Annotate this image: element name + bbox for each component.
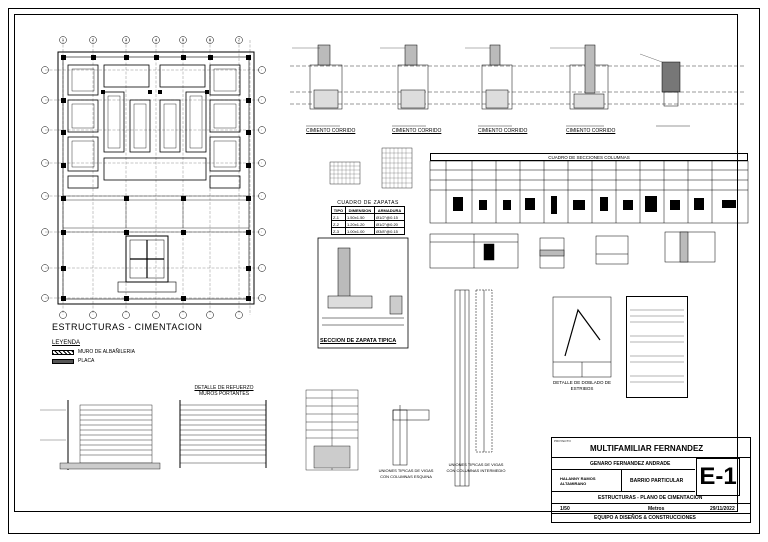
table-cell: Z-2 [331,220,346,228]
legend-item: PLACA [52,358,135,364]
project-name: MULTIFAMILIAR FERNANDEZ [590,444,704,453]
zapata-meshes [329,147,413,189]
legend: LEYENDA MURO DE ALBAÑILERIA PLACA [52,340,135,364]
drawing-frame [14,14,738,512]
table-cell: Ø1/2"@0.20 [373,220,406,228]
doblado-caption: DETALLE DE DOBLADO DE ESTRIBOS [553,380,611,391]
legend-label: MURO DE ALBAÑILERIA [78,349,135,355]
scale-value: 1/50 [560,506,570,512]
table-cell: 1.20x1.20 [344,220,375,228]
axis-label: 6 [208,37,212,42]
axis-label: 2 [91,37,95,42]
owner-cell: GENARO FERNANDEZ ANDRADE [552,458,695,470]
legend-item: MURO DE ALBAÑILERIA [52,349,135,355]
designer-cell: HALANNY RAMOS ALTAMIRANO [552,470,622,492]
section-caption: CIMIENTO CORRIDO [392,128,442,134]
table-row: Z-1 1.50x1.50 Ø1/2"@0.15 [331,213,406,221]
section-caption: CIMIENTO CORRIDO [306,128,356,134]
joint-caption-middle: UNIONES TIPICAS DE VIGAS CON COLUMNAS IN… [446,462,506,473]
scale-row: 1/50 Metros 29/11/2022 [552,504,750,514]
refuerzo-caption: DETALLE DE REFUERZO [194,385,254,391]
location-name: BARRIO PARTICULAR [630,478,684,484]
sheet-code: E-1 [696,458,740,496]
table-cell: 1.00x1.00 [344,227,375,235]
foundation-sections [290,44,745,127]
general-notes-box [626,296,688,398]
beam-column-joint [392,405,430,466]
zapata-section [317,237,409,349]
zapata-section-caption: SECCION DE ZAPATA TIPICA [320,338,397,344]
brick-wall-3 [305,389,359,471]
brick-wall-2 [179,400,267,468]
legend-label: PLACA [78,358,95,364]
axis-label: 4 [154,37,158,42]
drawing-sheet [8,8,760,534]
foundation-plan [41,36,266,319]
section-caption: CIMIENTO CORRIDO [478,128,528,134]
axis-label: 7 [237,37,241,42]
table-cell: 1.50x1.50 [344,213,375,221]
column-elevation [454,289,493,487]
plan-name-cell: ESTRUCTURAS - PLANO DE CIMENTACION [552,492,750,504]
designer-name: HALANNY RAMOS ALTAMIRANO [560,476,596,486]
section-caption: CIMIENTO CORRIDO [566,128,616,134]
axis-label: 3 [124,37,128,42]
table-cell: Z-3 [331,227,346,235]
units-value: Metros [648,506,665,512]
owner-name: GENARO FERNANDEZ ANDRADE [590,461,671,467]
project-cell: PROYECTO MULTIFAMILIAR FERNANDEZ [552,438,750,458]
axis-label: 5 [181,37,185,42]
table-row: Z-2 1.20x1.20 Ø1/2"@0.20 [331,220,406,228]
zapatas-header: ARMADURA [373,206,406,214]
table-cell: Ø1/2"@0.15 [373,213,406,221]
plan-name: ESTRUCTURAS - PLANO DE CIMENTACION [598,495,703,501]
legend-swatch-placa [52,358,74,364]
zapatas-table: CUADRO DE ZAPATAS TIPO DIMENSION ARMADUR… [331,200,406,235]
title-block: PROYECTO MULTIFAMILIAR FERNANDEZ GENARO … [551,437,751,523]
zapatas-header: TIPO [331,206,346,214]
firm-row: EQUIPO A DISEÑOS & CONSTRUCCIONES [552,514,750,522]
project-caption: PROYECTO [554,439,571,443]
plan-title: ESTRUCTURAS - CIMENTACION [52,322,203,332]
joint-caption-corner: UNIONES TIPICAS DE VIGAS CON COLUMNAS ES… [378,468,434,479]
axis-label: 1 [61,37,65,42]
zapatas-header: DIMENSION [344,206,375,214]
stirrup-detail [552,296,612,378]
zapatas-title: CUADRO DE ZAPATAS [337,200,399,206]
columns-table [429,160,749,224]
refuerzo-subcaption: MUROS PORTANTES [198,391,250,397]
location-cell: BARRIO PARTICULAR [622,470,695,492]
table-row: Z-3 1.00x1.00 Ø3/8"@0.15 [331,227,406,235]
columns-table-title: CUADRO DE SECCIONES COLUMNAS [430,153,748,161]
firm-name: EQUIPO A DISEÑOS & CONSTRUCCIONES [594,515,696,521]
table-cell: Ø3/8"@0.15 [373,227,406,235]
brick-wall-1 [40,400,161,470]
date-value: 29/11/2022 [710,506,735,512]
legend-swatch-wall [52,349,74,355]
table-cell: Z-1 [331,213,346,221]
legend-title: LEYENDA [52,340,81,346]
mid-details [429,231,716,269]
